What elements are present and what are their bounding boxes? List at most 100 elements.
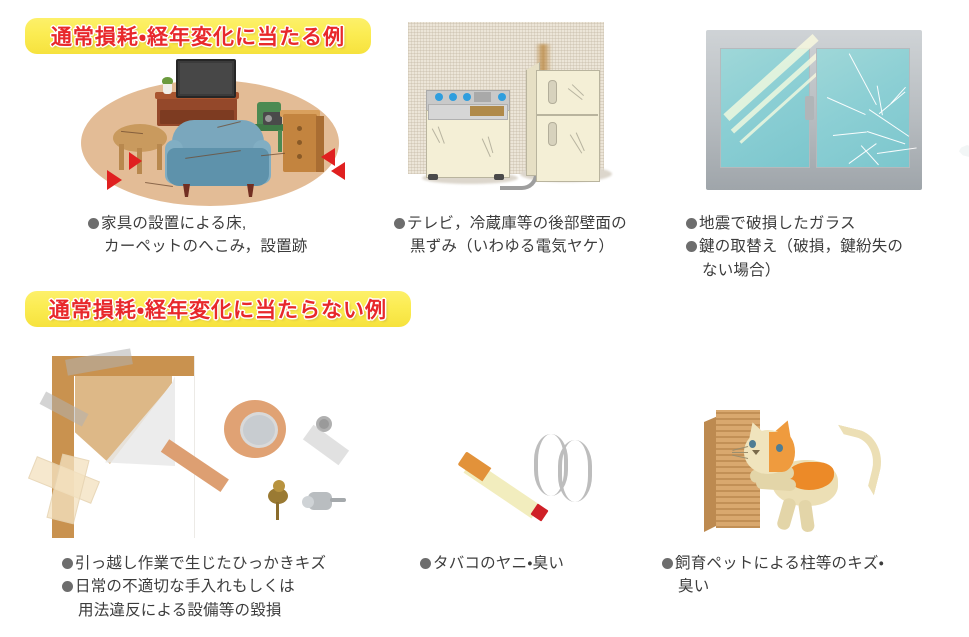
cat-hind-leg bbox=[775, 496, 798, 532]
section-banner-not-wear: 通常損耗・経年変化に当たらない例 bbox=[25, 291, 411, 327]
section-banner-not-wear-label: 通常損耗・経年変化に当たらない例 bbox=[48, 299, 388, 322]
sofa-leg bbox=[247, 184, 254, 197]
caption-moving-damage: 引っ越し作業で生じたひっかきキズ 日常の不適切な手入れもしくは 用法違反による設… bbox=[62, 552, 326, 622]
caption-line: タバコのヤニ・臭い bbox=[420, 552, 564, 575]
refrigerator-front bbox=[536, 70, 600, 182]
caption-living-room: 家具の設置による床, カーペットのへこみ，設置跡 bbox=[88, 212, 307, 259]
dresser-top bbox=[280, 110, 320, 117]
illustration-washing-machine-and-refrigerator bbox=[408, 22, 636, 208]
sofa-seat bbox=[167, 148, 269, 186]
illustration-peeling-wallpaper-tape-and-pins bbox=[27, 348, 372, 544]
caption-line: 黒ずみ（いわゆる電気ヤケ） bbox=[394, 235, 627, 258]
potted-plant-leaf bbox=[162, 77, 173, 85]
window-pane-right bbox=[816, 48, 969, 168]
bullet-icon bbox=[62, 558, 73, 569]
cat-front-leg bbox=[755, 476, 797, 492]
washer-display bbox=[474, 92, 491, 102]
refrigerator-handle-upper bbox=[548, 80, 557, 104]
refrigerator-handle-lower bbox=[548, 122, 557, 146]
caption-line: 家具の設置による床, bbox=[88, 212, 307, 235]
crack-line bbox=[848, 53, 877, 106]
caption-appliances: テレビ，冷蔵庫等の後部壁面の 黒ずみ（いわゆる電気ヤケ） bbox=[394, 212, 627, 259]
washer-dial bbox=[449, 93, 457, 101]
pressure-marker-arrow bbox=[107, 170, 122, 190]
caption-line: 引っ越し作業で生じたひっかきキズ bbox=[62, 552, 326, 575]
caption-text: テレビ，冷蔵庫等の後部壁面の bbox=[407, 215, 627, 232]
section-banner-wear: 通常損耗・経年変化に当たる例 bbox=[25, 18, 371, 54]
dresser-knob bbox=[297, 126, 302, 131]
cat-eye-right bbox=[776, 444, 783, 452]
caption-line: 地震で破損したガラス bbox=[686, 212, 903, 235]
television bbox=[176, 59, 236, 98]
pushpin-needle bbox=[276, 502, 279, 520]
caption-text: 引っ越し作業で生じたひっかきキズ bbox=[75, 555, 327, 572]
smoke-wisp bbox=[558, 440, 592, 502]
bullet-icon bbox=[662, 558, 673, 569]
caption-text: 用法違反による設備等の毀損 bbox=[78, 601, 282, 619]
radio bbox=[263, 112, 282, 125]
illustration-living-room-furniture-dents bbox=[75, 48, 347, 210]
caption-text: ない場合） bbox=[702, 261, 781, 279]
refrigerator-door-divider bbox=[536, 114, 598, 116]
caption-text: タバコのヤニ・臭い bbox=[433, 555, 565, 572]
caption-window-glass: 地震で破損したガラス 鍵の取替え（破損，鍵紛失の ない場合） bbox=[686, 212, 903, 282]
bullet-icon bbox=[420, 558, 431, 569]
caption-text: 地震で破損したガラス bbox=[699, 215, 856, 232]
pillar-side bbox=[704, 416, 718, 532]
dresser-knob bbox=[297, 154, 302, 159]
coffee-table-leg bbox=[119, 144, 124, 170]
caption-line: 用法違反による設備等の毀損 bbox=[62, 599, 326, 622]
caption-text: カーペットのへこみ，設置跡 bbox=[104, 238, 308, 256]
dresser-side bbox=[316, 116, 324, 172]
pressure-marker-arrow bbox=[321, 148, 335, 166]
chair-seat bbox=[254, 124, 284, 131]
bullet-icon bbox=[686, 218, 697, 229]
cat-nose bbox=[752, 450, 760, 455]
bullet-icon bbox=[88, 218, 99, 229]
bullet-icon bbox=[62, 581, 73, 593]
caption-tobacco: タバコのヤニ・臭い bbox=[420, 552, 564, 575]
pressure-marker-arrow bbox=[331, 162, 345, 180]
pushpin-head bbox=[268, 488, 288, 504]
section-banner-wear-label: 通常損耗・経年変化に当たる例 bbox=[50, 26, 346, 49]
bullet-icon bbox=[394, 218, 405, 229]
caption-text: 臭い bbox=[678, 578, 710, 596]
caption-line: 臭い bbox=[662, 575, 884, 598]
potted-plant-pot bbox=[163, 84, 172, 94]
caption-text: 飼育ペットによる柱等のキズ・ bbox=[675, 555, 885, 572]
thumbtack-cap bbox=[302, 496, 314, 508]
caption-line: 日常の不適切な手入れもしくは bbox=[62, 575, 326, 598]
coffee-table-leg bbox=[157, 144, 162, 170]
caption-line: カーペットのへこみ，設置跡 bbox=[88, 235, 307, 258]
chair-leg bbox=[278, 130, 282, 152]
window-pane-left bbox=[720, 34, 831, 168]
washer-body bbox=[426, 110, 510, 178]
glass-glare bbox=[730, 49, 824, 134]
washer-foot bbox=[494, 174, 504, 180]
thumbtack-head bbox=[308, 492, 332, 510]
crack-line bbox=[866, 131, 906, 145]
screw-head bbox=[316, 416, 332, 432]
crack-line bbox=[832, 131, 867, 137]
caption-text: 黒ずみ（いわゆる電気ヤケ） bbox=[410, 238, 615, 256]
caption-text: 家具の設置による床, bbox=[101, 215, 247, 232]
washer-dial bbox=[498, 93, 506, 101]
caption-line: 鍵の取替え（破損，鍵紛失の bbox=[686, 235, 903, 258]
washer-dial bbox=[463, 93, 471, 101]
pressure-marker-arrow bbox=[129, 152, 142, 170]
caption-pet-damage: 飼育ペットによる柱等のキズ・ 臭い bbox=[662, 552, 884, 599]
pillar-front-with-scratches bbox=[716, 410, 760, 528]
washer-dial bbox=[435, 93, 443, 101]
tape-roll-core bbox=[240, 412, 278, 448]
caption-line: テレビ，冷蔵庫等の後部壁面の bbox=[394, 212, 627, 235]
dresser-knob bbox=[297, 140, 302, 145]
caption-line: 飼育ペットによる柱等のキズ・ bbox=[662, 552, 884, 575]
window-latch bbox=[805, 96, 814, 120]
washer-opening bbox=[470, 106, 504, 116]
crack-line bbox=[826, 97, 866, 116]
washer-foot bbox=[428, 174, 438, 180]
crack-line bbox=[878, 91, 906, 115]
cat-eye-left bbox=[749, 440, 756, 448]
caption-text: 鍵の取替え（破損，鍵紛失の bbox=[699, 238, 904, 256]
